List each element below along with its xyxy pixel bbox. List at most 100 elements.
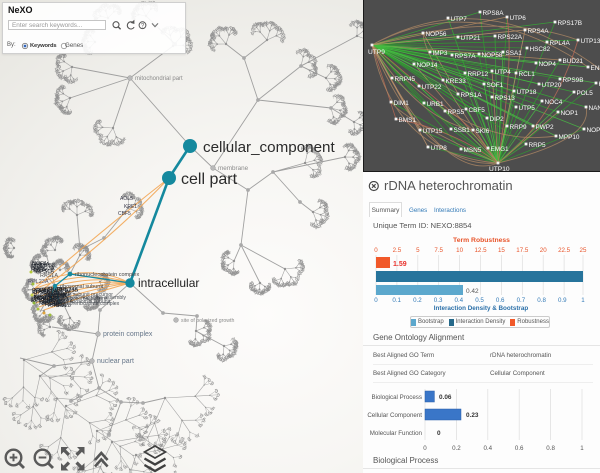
svg-text:RPL21A: RPL21A xyxy=(32,299,53,305)
svg-text:DIM1: DIM1 xyxy=(394,100,410,107)
svg-text:RPS16B: RPS16B xyxy=(39,297,60,303)
svg-text:UTP9: UTP9 xyxy=(368,49,385,56)
svg-text:0.1: 0.1 xyxy=(392,297,401,304)
svg-text:PWP2: PWP2 xyxy=(536,124,555,131)
svg-text:RPS1A: RPS1A xyxy=(36,269,54,275)
svg-text:1: 1 xyxy=(580,445,584,452)
svg-text:nuclear part: nuclear part xyxy=(97,358,134,365)
svg-text:RPL23A: RPL23A xyxy=(34,266,55,272)
svg-text:UTP6: UTP6 xyxy=(33,290,47,296)
svg-text:NAN1: NAN1 xyxy=(589,105,600,112)
svg-text:SSA1: SSA1 xyxy=(506,50,523,57)
svg-text:RPL9A: RPL9A xyxy=(50,291,68,297)
svg-text:NOC4: NOC4 xyxy=(545,99,563,106)
svg-text:CBF5: CBF5 xyxy=(469,107,486,114)
svg-text:EMG1: EMG1 xyxy=(491,146,510,153)
svg-text:AOL5: AOL5 xyxy=(120,196,133,202)
svg-text:UTP7: UTP7 xyxy=(451,16,468,23)
svg-text:RPL7A: RPL7A xyxy=(49,294,67,300)
svg-text:RPS17B: RPS17B xyxy=(558,20,583,27)
svg-text:0: 0 xyxy=(374,247,378,254)
svg-text:RPS3: RPS3 xyxy=(55,292,69,298)
svg-text:0.06: 0.06 xyxy=(439,394,452,401)
svg-text:cell part: cell part xyxy=(181,171,238,188)
svg-text:NSR1: NSR1 xyxy=(34,288,49,294)
svg-text:NOP6: NOP6 xyxy=(587,127,600,134)
svg-text:cellular_component: cellular_component xyxy=(203,139,335,156)
svg-text:Cellular Component: Cellular Component xyxy=(367,412,422,419)
svg-text:RPL8A: RPL8A xyxy=(51,296,69,302)
svg-text:0.4: 0.4 xyxy=(483,445,492,452)
svg-text:UTP8: UTP8 xyxy=(431,145,448,152)
svg-text:RPS5: RPS5 xyxy=(448,109,465,116)
svg-text:POL5: POL5 xyxy=(577,90,594,97)
svg-text:RRP5: RRP5 xyxy=(529,142,546,149)
svg-text:RPL30: RPL30 xyxy=(45,287,62,293)
svg-text:RPL11B: RPL11B xyxy=(49,297,69,303)
svg-text:MSN5: MSN5 xyxy=(464,147,482,154)
svg-text:0.6: 0.6 xyxy=(515,445,524,452)
svg-text:RPS1A: RPS1A xyxy=(461,92,483,99)
svg-text:cytosolic ribosome assembly: cytosolic ribosome assembly xyxy=(60,295,126,301)
svg-text:RPS7A: RPS7A xyxy=(455,53,477,60)
svg-text:NOP4: NOP4 xyxy=(539,61,557,68)
svg-text:7.5: 7.5 xyxy=(434,247,443,254)
svg-text:RRP9: RRP9 xyxy=(510,124,527,131)
svg-text:KRE1: KRE1 xyxy=(599,81,600,88)
svg-text:0.5: 0.5 xyxy=(475,297,484,304)
svg-text:RPL4A: RPL4A xyxy=(32,262,50,268)
svg-text:20: 20 xyxy=(540,247,547,254)
svg-text:MPP10: MPP10 xyxy=(559,134,580,141)
svg-text:RRP45: RRP45 xyxy=(395,76,416,83)
svg-text:Molecular Function: Molecular Function xyxy=(370,430,423,437)
svg-text:RPS19A: RPS19A xyxy=(52,299,73,305)
svg-text:0.42: 0.42 xyxy=(466,288,479,295)
svg-text:NOP58: NOP58 xyxy=(482,52,503,59)
svg-text:UTP6: UTP6 xyxy=(34,268,48,274)
svg-text:RPL25: RPL25 xyxy=(54,291,71,297)
svg-text:RPS5: RPS5 xyxy=(31,264,45,270)
svg-text:DIP2: DIP2 xyxy=(490,116,505,123)
svg-text:membrane: membrane xyxy=(218,165,249,172)
svg-text:17.5: 17.5 xyxy=(516,247,529,254)
svg-text:RPS8A: RPS8A xyxy=(483,10,505,17)
svg-text:RPS28B: RPS28B xyxy=(57,288,78,294)
svg-text:RPS24A: RPS24A xyxy=(57,287,78,293)
svg-text:25: 25 xyxy=(580,247,587,254)
svg-text:SSB1: SSB1 xyxy=(454,127,471,134)
svg-text:RPS9B: RPS9B xyxy=(563,77,584,84)
svg-text:RRP5: RRP5 xyxy=(31,267,46,273)
svg-text:RPS20: RPS20 xyxy=(46,294,63,300)
svg-text:ENP1: ENP1 xyxy=(591,65,600,72)
svg-text:RPS1A: RPS1A xyxy=(39,289,57,295)
svg-text:RCL1: RCL1 xyxy=(519,71,536,78)
svg-text:UTP21: UTP21 xyxy=(461,35,481,42)
svg-text:RPS13: RPS13 xyxy=(495,95,516,102)
svg-text:15: 15 xyxy=(498,247,505,254)
svg-text:RPL23A: RPL23A xyxy=(45,293,66,299)
svg-text:10: 10 xyxy=(456,247,463,254)
svg-text:1.59: 1.59 xyxy=(393,261,407,268)
svg-text:0.4: 0.4 xyxy=(454,297,463,304)
svg-text:UTP22: UTP22 xyxy=(422,84,442,91)
svg-text:RPL4A: RPL4A xyxy=(550,40,571,47)
svg-text:RPL4A: RPL4A xyxy=(42,301,60,307)
svg-text:RPL5: RPL5 xyxy=(34,295,48,301)
svg-text:RPS11B: RPS11B xyxy=(39,301,60,307)
svg-text:RPS4B: RPS4B xyxy=(48,293,66,299)
svg-text:NOP1: NOP1 xyxy=(31,294,46,300)
svg-text:large ribosomal subunit: large ribosomal subunit xyxy=(54,296,108,302)
svg-text:SKI6: SKI6 xyxy=(476,128,490,135)
svg-text:Interaction Density & Bootstra: Interaction Density & Bootstrap xyxy=(434,305,529,312)
svg-text:RRP5: RRP5 xyxy=(32,288,47,294)
svg-text:RRP12: RRP12 xyxy=(468,71,489,78)
svg-text:BMS1: BMS1 xyxy=(399,117,417,124)
svg-text:RPS22A: RPS22A xyxy=(498,34,523,41)
svg-text:0: 0 xyxy=(374,297,378,304)
svg-text:0.8: 0.8 xyxy=(537,297,546,304)
svg-text:RPL18A: RPL18A xyxy=(42,300,63,306)
svg-text:5: 5 xyxy=(416,247,420,254)
svg-text:URB1: URB1 xyxy=(427,101,444,108)
svg-text:CBF5: CBF5 xyxy=(118,211,131,217)
svg-text:IMP3: IMP3 xyxy=(433,50,448,57)
